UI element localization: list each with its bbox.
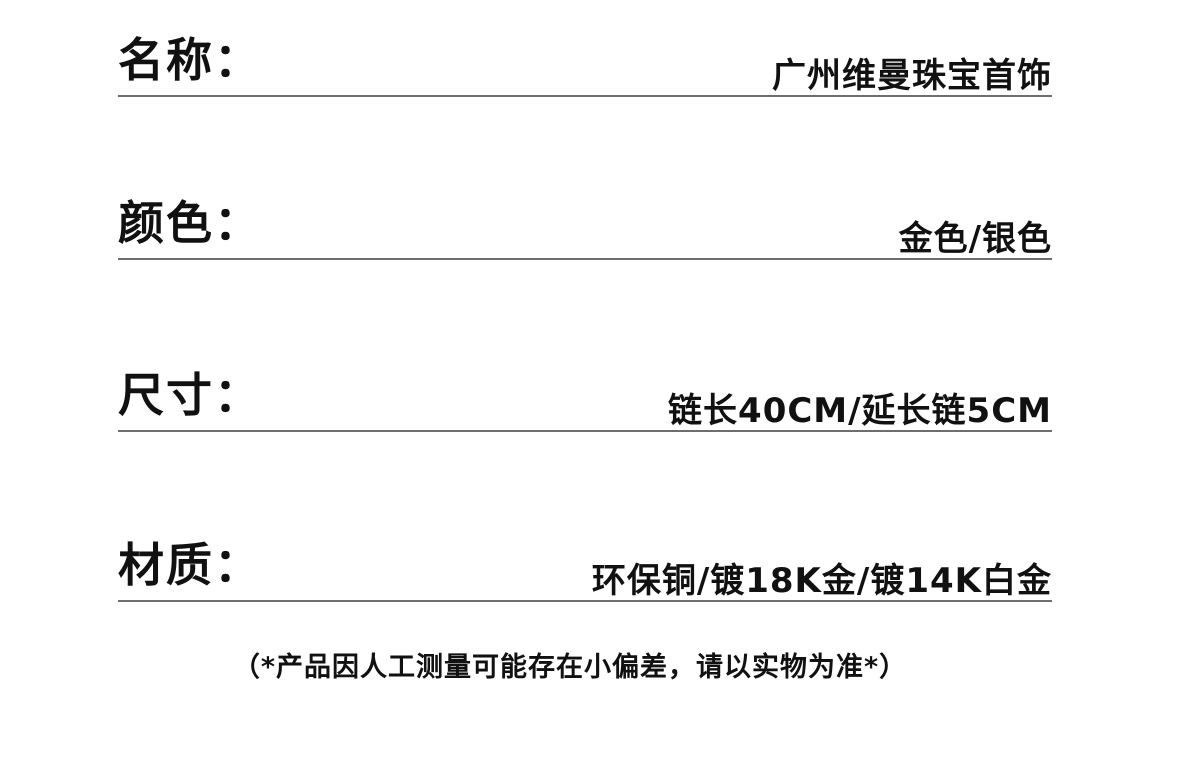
- divider: [118, 95, 1052, 97]
- spec-label-material: 材质：: [118, 538, 262, 592]
- spec-row-material: 材质： 环保铜/镀18K金/镀14K白金: [118, 542, 1052, 602]
- spec-value-name: 广州维曼珠宝首饰: [772, 56, 1052, 96]
- footnote-disclaimer: （*产品因人工测量可能存在小偏差，请以实物为准*）: [232, 652, 908, 683]
- spec-label-color: 颜色：: [118, 196, 262, 250]
- divider: [118, 430, 1052, 432]
- spec-row-size: 尺寸： 链长40CM/延长链5CM: [118, 372, 1052, 432]
- spec-label-name: 名称：: [118, 33, 262, 87]
- spec-value-color: 金色/银色: [898, 219, 1052, 259]
- spec-row-name: 名称： 广州维曼珠宝首饰: [118, 37, 1052, 97]
- divider: [118, 258, 1052, 260]
- spec-label-size: 尺寸：: [118, 368, 262, 422]
- spec-row-color: 颜色： 金色/银色: [118, 200, 1052, 260]
- spec-value-material: 环保铜/镀18K金/镀14K白金: [591, 561, 1052, 601]
- divider: [118, 600, 1052, 602]
- spec-value-size: 链长40CM/延长链5CM: [668, 391, 1052, 431]
